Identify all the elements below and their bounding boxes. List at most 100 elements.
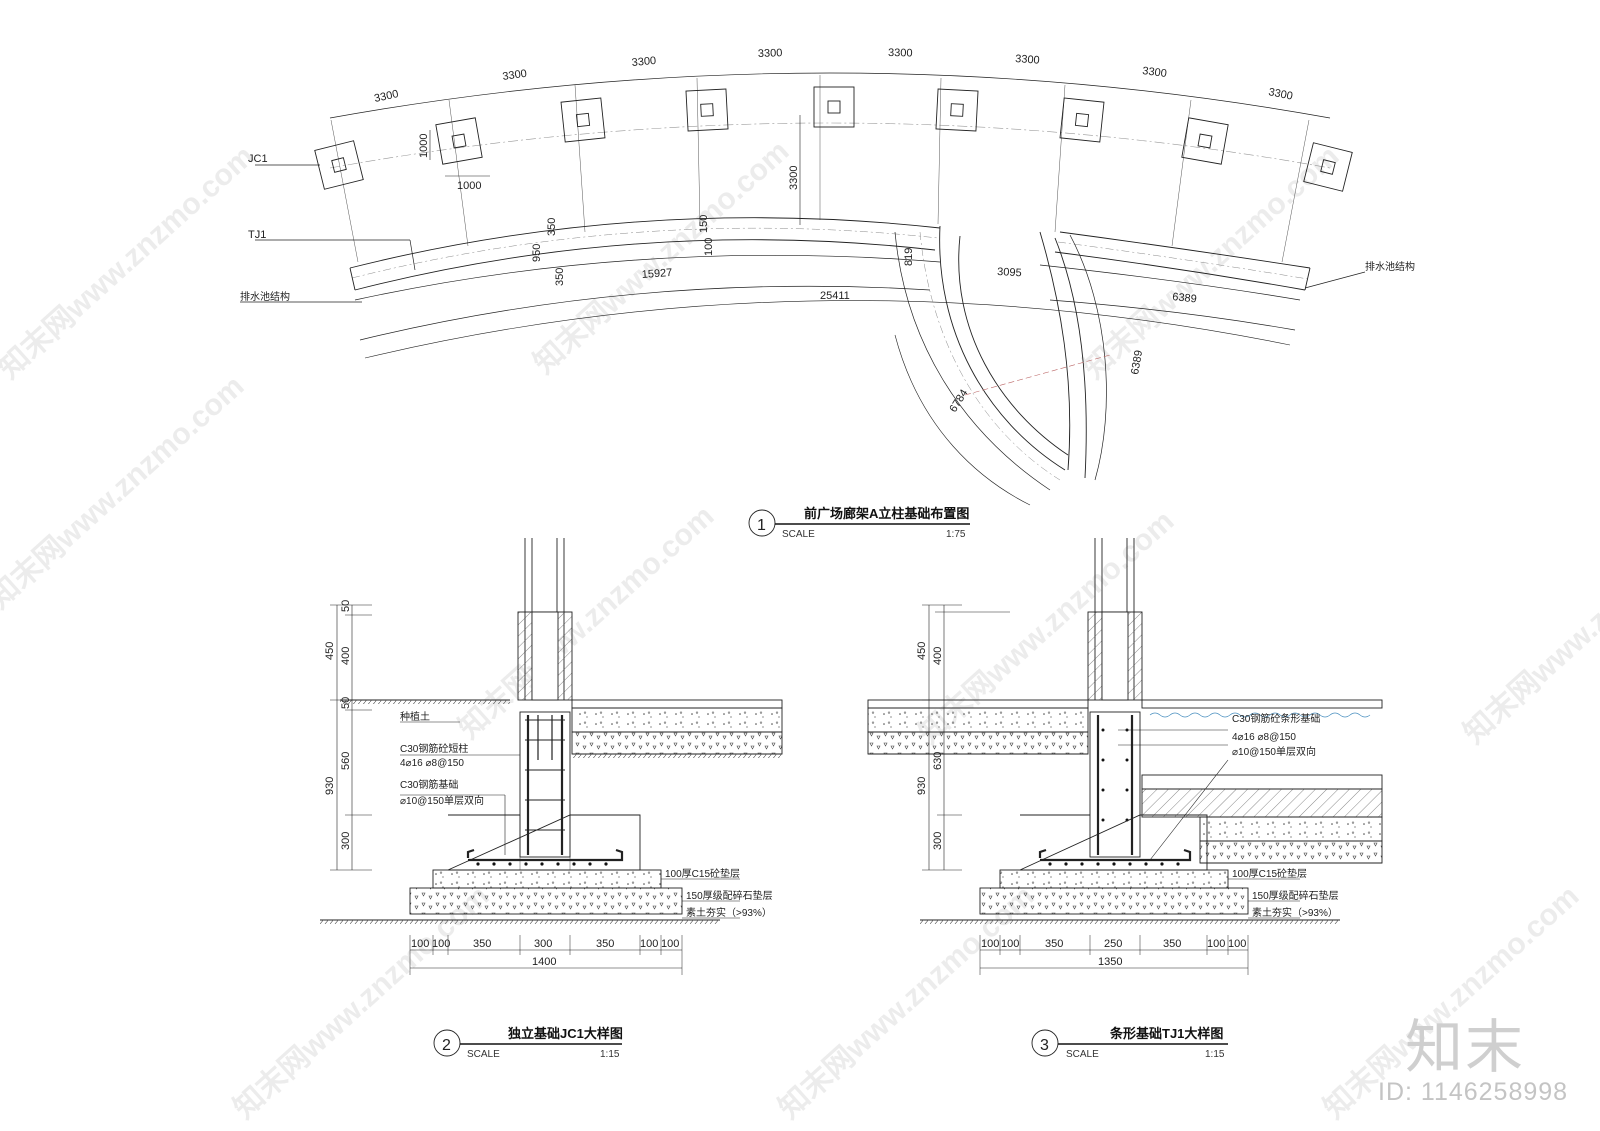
tj1-dim-450: 450 [916, 642, 928, 660]
jc1-dim-b2: 100 [432, 938, 450, 950]
tj1-scale: 1:15 [1205, 1049, 1225, 1060]
tj1-note-gravel: 150厚级配碎石垫层 [1252, 889, 1339, 902]
jc1-note-compact: 素土夯实（>93%） [686, 906, 772, 919]
tj1-dim-300: 300 [932, 832, 944, 850]
watermark-text: 知末网www.znzmo.com [528, 134, 796, 380]
drawing-number: 2 [442, 1037, 451, 1054]
dim-arc-6: 3300 [1015, 53, 1040, 67]
drawing-number: 3 [1040, 1037, 1049, 1054]
column-pads [314, 86, 1353, 192]
tj1-dim-b1: 100 [981, 938, 999, 950]
jc1-dim-400: 400 [340, 647, 352, 665]
dim-950: 950 [531, 244, 543, 262]
jc1-note-footing-bars: ⌀10@150单层双向 [400, 794, 484, 807]
jc1-dim-b1: 100 [411, 938, 429, 950]
tj1-note-c15: 100厚C15砼垫层 [1232, 867, 1307, 880]
drawing-number-circle [433, 1029, 461, 1057]
jc1-dim-b5: 350 [596, 938, 614, 950]
tj1-dim-b3: 350 [1045, 938, 1063, 950]
tj1-title: 条形基础TJ1大样图 [1110, 1026, 1223, 1041]
plan-scale: 1:75 [946, 529, 966, 540]
tj1-note-bars: 4⌀16 ⌀8@150 [1232, 732, 1296, 743]
dim-jc-v: 1000 [418, 134, 430, 158]
jc1-dim-50-mid: 50 [340, 697, 352, 709]
plan-scale-word: SCALE [782, 529, 815, 540]
tj1-note-compact: 素土夯实（>93%） [1252, 906, 1338, 919]
jc1-note-column-bars: 4⌀16 ⌀8@150 [400, 758, 464, 769]
jc1-dim-b3: 350 [473, 938, 491, 950]
dim-3095: 3095 [997, 266, 1022, 279]
dim-arc-5: 3300 [888, 47, 913, 59]
detail-jc1-annotations: 450 930 50 400 50 560 300 100 100 350 30… [324, 600, 773, 1060]
jc1-dim-b4: 300 [534, 938, 552, 950]
dim-15927: 15927 [641, 267, 672, 281]
jc1-dim-b6: 100 [640, 938, 658, 950]
jc1-dim-50-top: 50 [340, 600, 352, 612]
tj1-scale-word: SCALE [1066, 1049, 1099, 1060]
dim-6389-b: 6389 [1129, 349, 1145, 375]
dim-150: 150 [698, 215, 710, 233]
watermark-text: 知末网www.znzmo.com [1458, 504, 1600, 750]
jc1-dim-total: 1400 [532, 956, 556, 968]
tj1-dim-total: 1350 [1098, 956, 1122, 968]
label-jc1: JC1 [248, 153, 268, 165]
jc1-dim-b7: 100 [661, 938, 679, 950]
jc1-scale-word: SCALE [467, 1049, 500, 1060]
tj1-dim-b2: 100 [1001, 938, 1019, 950]
tj1-dim-b6: 100 [1207, 938, 1225, 950]
dim-arc-8: 3300 [1267, 86, 1293, 102]
dim-819: 819 [903, 248, 915, 266]
jc1-scale: 1:15 [600, 1049, 620, 1060]
jc1-dim-450: 450 [324, 642, 336, 660]
label-drain-pool-left: 排水池结构 [240, 290, 290, 303]
tj1-dim-b7: 100 [1228, 938, 1246, 950]
jc1-note-gravel: 150厚级配碎石垫层 [686, 889, 773, 902]
jc1-note-c15: 100厚C15砼垫层 [665, 867, 740, 880]
dim-6389-a: 6389 [1172, 291, 1198, 305]
dim-arc-2: 3300 [502, 68, 528, 83]
jc1-dim-930: 930 [324, 777, 336, 795]
label-tj1: TJ1 [248, 229, 266, 241]
plan-annotations: 3300 3300 3300 3300 3300 3300 3300 3300 … [240, 47, 1415, 540]
watermark-text: 知末网www.znzmo.com [773, 879, 1041, 1125]
detail-jc1 [320, 538, 783, 975]
dim-350-b: 350 [554, 268, 566, 286]
label-drain-pool-right: 排水池结构 [1365, 260, 1415, 273]
jc1-dim-300: 300 [340, 832, 352, 850]
dim-arc-1: 3300 [373, 88, 399, 105]
jc1-note-soil: 种植土 [400, 710, 430, 723]
dim-100: 100 [703, 238, 715, 256]
detail-tj1 [867, 538, 1383, 975]
watermark-text: 知末网www.znzmo.com [0, 139, 260, 385]
brand-logo: 知末 [1405, 1015, 1526, 1080]
tj1-dim-630: 630 [932, 752, 944, 770]
drawing-number: 1 [757, 517, 766, 534]
dim-3300-vertical: 3300 [788, 166, 800, 190]
jc1-note-column: C30钢筋砼短柱 [400, 742, 468, 755]
tj1-dim-b4: 250 [1104, 938, 1122, 950]
drawing-number-circle [1031, 1029, 1059, 1057]
tj1-dim-930: 930 [916, 777, 928, 795]
watermark-text: 知末网www.znzmo.com [228, 879, 496, 1125]
jc1-dim-560: 560 [340, 752, 352, 770]
dim-jc-h: 1000 [457, 180, 481, 192]
jc1-note-footing: C30钢筋基础 [400, 778, 458, 791]
drawing-number-circle [748, 509, 776, 537]
foundation-plan [240, 72, 1366, 506]
dim-arc-7: 3300 [1142, 65, 1168, 80]
dim-arc-4: 3300 [758, 47, 783, 60]
tj1-dim-400: 400 [932, 647, 944, 665]
image-id-label: ID: 1146258998 [1378, 1078, 1569, 1106]
jc1-title: 独立基础JC1大样图 [508, 1026, 623, 1041]
dim-arc-3: 3300 [631, 55, 656, 69]
plan-title: 前广场廊架A立柱基础布置图 [804, 506, 969, 521]
tj1-dim-b5: 350 [1163, 938, 1181, 950]
watermark-text: 知末网www.znzmo.com [0, 369, 250, 615]
watermark-layer: 知末网www.znzmo.com 知末网www.znzmo.com 知末网www… [0, 134, 1600, 1125]
tj1-note-bars2: ⌀10@150单层双向 [1232, 745, 1316, 758]
detail-tj1-annotations: 450 930 400 630 300 100 100 350 250 350 … [916, 642, 1339, 1060]
dim-350-a: 350 [546, 218, 558, 236]
tj1-note-strip: C30钢筋砼条形基础 [1232, 712, 1320, 725]
dim-25411: 25411 [820, 290, 850, 302]
